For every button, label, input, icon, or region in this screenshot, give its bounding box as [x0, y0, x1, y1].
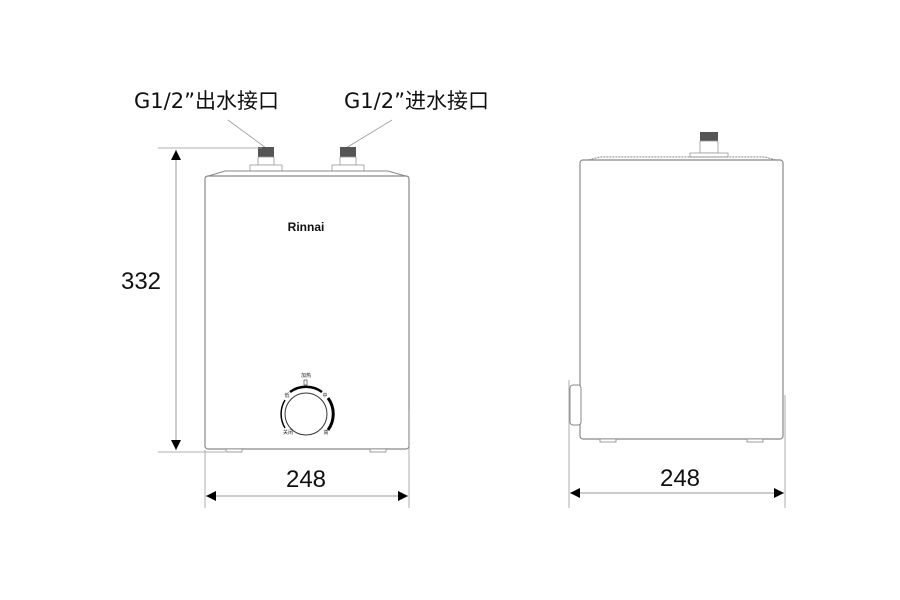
- inlet-pipe: [331, 147, 365, 172]
- side-width-dimension: 248: [568, 380, 786, 508]
- outlet-label: G1/2”出水接口: [134, 89, 279, 113]
- dial-label-low: 低: [284, 392, 289, 399]
- height-value: 332: [121, 268, 161, 295]
- inlet-leader: [345, 119, 393, 149]
- height-dimension: 332: [121, 147, 262, 453]
- temperature-dial[interactable]: 加热 低 中 高 关闭: [280, 372, 335, 436]
- dial-label-mid: 中: [322, 392, 327, 399]
- front-view: Rinnai 加热 低 中 高 关闭: [204, 147, 410, 453]
- heater-body: [204, 175, 410, 450]
- dial-label-off: 关闭: [283, 429, 293, 436]
- inlet-label: G1/2”进水接口: [344, 89, 489, 113]
- dial-label-top: 加热: [301, 372, 311, 379]
- front-width-dimension: 248: [204, 410, 410, 508]
- outlet-leader: [227, 119, 267, 149]
- side-body: [579, 159, 784, 440]
- outlet-pipe: [249, 147, 283, 172]
- front-width-value: 248: [286, 466, 326, 493]
- brand-logo: Rinnai: [288, 220, 325, 234]
- side-view: [569, 132, 784, 443]
- side-width-value: 248: [660, 465, 700, 492]
- dial-label-high: 高: [323, 429, 328, 436]
